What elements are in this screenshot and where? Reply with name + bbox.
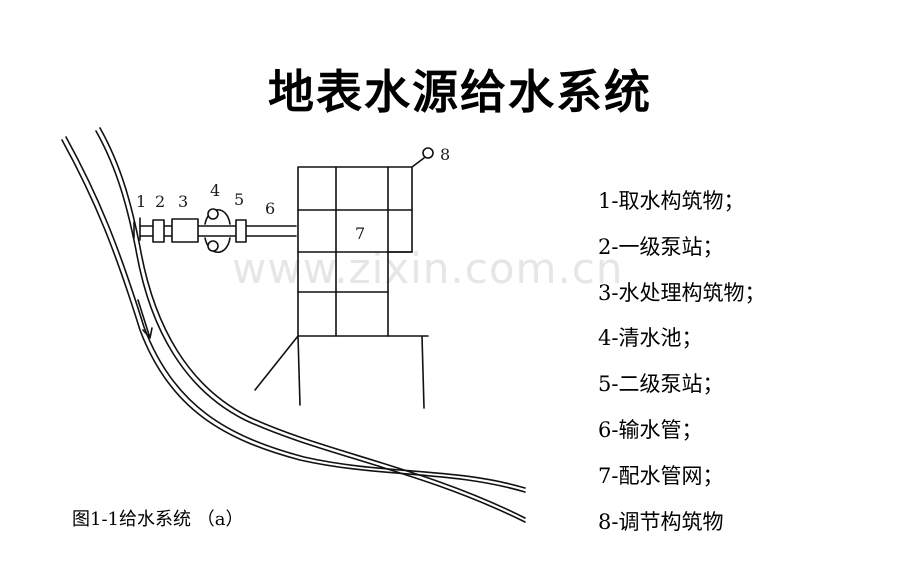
primary-pump-station: [152, 219, 165, 243]
legend-item: 8-调节构筑物: [598, 509, 724, 534]
legend: 1-取水构筑物； 2-一级泵站； 3-水处理构筑物； 4-清水池； 5-二级泵站…: [598, 186, 765, 552]
river-bank-inner-2: [99, 127, 526, 519]
label-1: 1: [136, 192, 146, 211]
river-bank-inner: [95, 130, 526, 523]
legend-item: 7-配水管网；: [598, 463, 724, 488]
label-3: 3: [178, 192, 188, 211]
river-bank-outer-2: [65, 136, 526, 489]
flow-arrow: [137, 299, 153, 339]
street-lines: [254, 335, 429, 409]
label-5: 5: [234, 190, 244, 209]
legend-item: 2-一级泵站；: [598, 234, 724, 259]
secondary-pump-station: [235, 219, 247, 243]
treatment-structure: [171, 218, 199, 243]
legend-item: 3-水处理构筑物；: [598, 280, 766, 305]
slide-title: 地表水源给水系统: [268, 65, 652, 119]
watermark: www.zixin.com.cn: [232, 244, 624, 293]
legend-item: 5-二级泵站；: [598, 372, 724, 397]
regulating-pipe: [411, 157, 425, 168]
clear-water-tank: [204, 208, 231, 254]
legend-item: 4-清水池；: [598, 326, 703, 351]
legend-item: 6-输水管；: [598, 417, 703, 442]
label-7: 7: [355, 224, 365, 243]
label-4: 4: [210, 181, 220, 200]
label-6: 6: [265, 199, 275, 218]
figure-caption: 图1-1给水系统 （a）: [72, 509, 244, 530]
intake-pipe: [139, 225, 297, 237]
regulating-structure: [422, 147, 434, 159]
legend-item: 1-取水构筑物；: [598, 189, 745, 213]
label-8: 8: [440, 145, 450, 164]
label-2: 2: [155, 192, 165, 211]
